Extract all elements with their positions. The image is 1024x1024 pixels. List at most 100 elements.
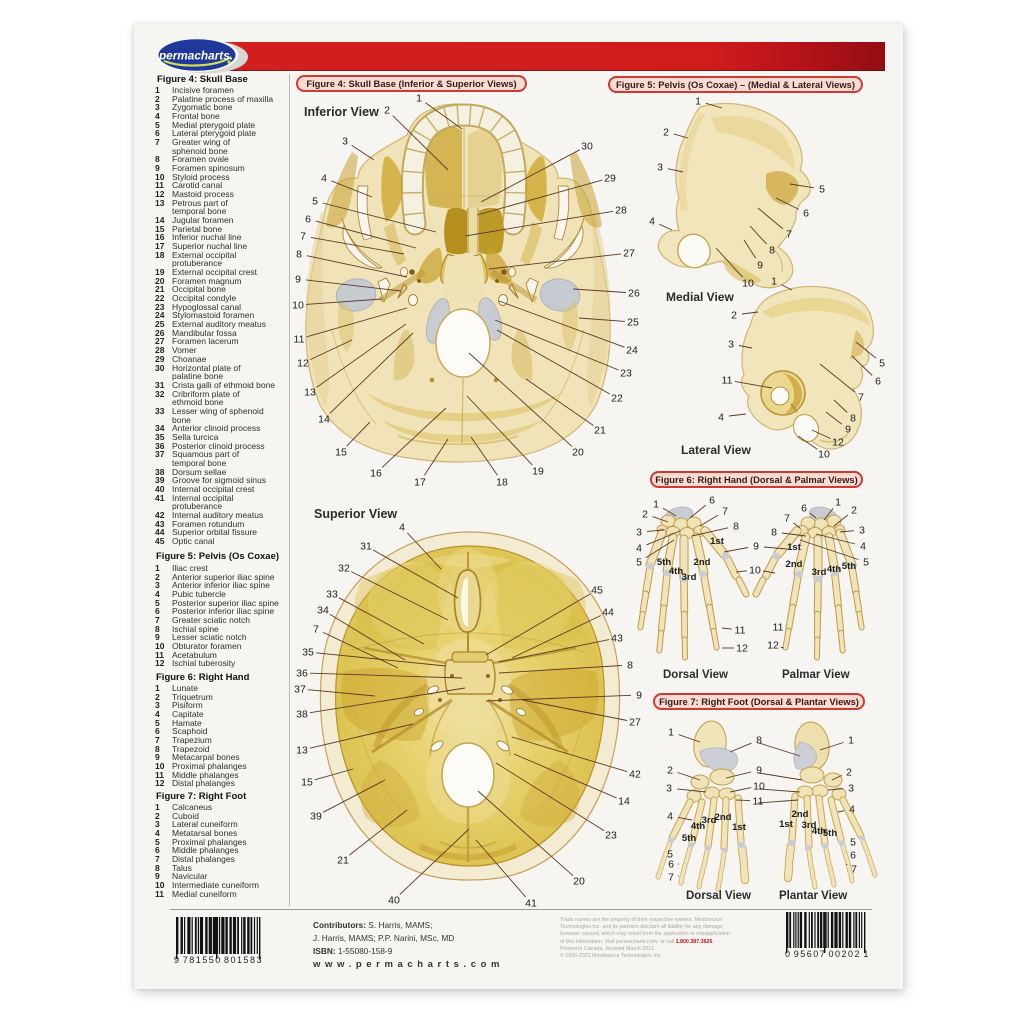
svg-text:7: 7 [786, 229, 792, 241]
svg-text:34: 34 [317, 605, 329, 617]
svg-text:10: 10 [749, 565, 761, 577]
svg-text:1st: 1st [779, 819, 794, 830]
svg-text:7: 7 [784, 513, 790, 525]
svg-text:4: 4 [849, 804, 855, 816]
svg-text:8: 8 [627, 660, 633, 672]
svg-text:2nd: 2nd [694, 557, 711, 568]
svg-text:17: 17 [414, 477, 426, 489]
svg-text:5: 5 [819, 184, 825, 196]
svg-text:1st: 1st [787, 542, 802, 553]
svg-text:3rd: 3rd [702, 815, 717, 826]
svg-text:3rd: 3rd [812, 567, 827, 578]
svg-text:6: 6 [801, 503, 807, 515]
svg-text:5: 5 [636, 557, 642, 569]
svg-text:44: 44 [602, 607, 614, 619]
svg-text:4th: 4th [812, 826, 826, 837]
svg-text:13: 13 [296, 745, 308, 757]
svg-text:2: 2 [663, 127, 669, 139]
svg-text:1st: 1st [732, 822, 747, 833]
svg-text:36: 36 [296, 668, 308, 680]
svg-text:31: 31 [360, 541, 372, 553]
svg-text:21: 21 [337, 855, 349, 867]
svg-text:4: 4 [718, 412, 724, 424]
svg-text:32: 32 [338, 563, 350, 575]
svg-text:4: 4 [667, 811, 673, 823]
svg-text:5th: 5th [842, 561, 856, 572]
svg-text:7: 7 [722, 506, 728, 518]
svg-text:12: 12 [767, 640, 779, 652]
svg-text:8: 8 [769, 245, 775, 257]
svg-text:37: 37 [294, 684, 306, 696]
svg-text:2: 2 [384, 105, 390, 117]
svg-text:3: 3 [859, 525, 865, 537]
svg-text:26: 26 [628, 288, 640, 300]
svg-text:9: 9 [845, 424, 851, 436]
svg-text:43: 43 [611, 633, 623, 645]
svg-text:1: 1 [653, 499, 659, 511]
svg-text:5th: 5th [682, 833, 696, 844]
svg-text:2: 2 [731, 310, 737, 322]
svg-text:3: 3 [848, 783, 854, 795]
svg-text:4: 4 [860, 541, 866, 553]
svg-text:9: 9 [757, 260, 763, 272]
svg-text:9: 9 [753, 541, 759, 553]
svg-text:11: 11 [773, 622, 784, 634]
svg-text:12: 12 [297, 358, 309, 370]
svg-text:5th: 5th [823, 828, 837, 839]
svg-text:5: 5 [863, 557, 869, 569]
svg-text:7: 7 [313, 624, 319, 636]
svg-text:14: 14 [618, 796, 630, 808]
svg-text:23: 23 [605, 830, 617, 842]
svg-text:4th: 4th [691, 821, 705, 832]
svg-text:16: 16 [370, 468, 382, 480]
svg-text:9: 9 [636, 690, 642, 702]
svg-text:2: 2 [851, 505, 857, 517]
svg-text:1: 1 [848, 735, 854, 747]
svg-text:33: 33 [326, 589, 338, 601]
svg-text:1: 1 [771, 276, 777, 288]
svg-text:11: 11 [722, 375, 733, 387]
svg-text:6: 6 [709, 495, 715, 507]
svg-text:3: 3 [636, 527, 642, 539]
svg-text:6: 6 [850, 850, 856, 862]
svg-text:24: 24 [626, 345, 638, 357]
svg-text:28: 28 [615, 205, 627, 217]
svg-text:15: 15 [301, 777, 313, 789]
svg-text:29: 29 [604, 173, 616, 185]
svg-text:10: 10 [742, 278, 754, 290]
svg-text:5th: 5th [657, 557, 671, 568]
svg-text:7: 7 [851, 864, 857, 876]
svg-text:27: 27 [623, 248, 635, 260]
svg-text:10: 10 [753, 781, 765, 793]
svg-text:4th: 4th [827, 564, 841, 575]
svg-text:25: 25 [627, 317, 639, 329]
svg-text:7: 7 [858, 392, 864, 404]
svg-text:7: 7 [668, 872, 674, 884]
svg-text:2: 2 [846, 767, 852, 779]
svg-text:8: 8 [771, 527, 777, 539]
svg-text:15: 15 [335, 447, 347, 459]
svg-text:1: 1 [668, 727, 674, 739]
svg-text:1: 1 [416, 93, 422, 105]
svg-text:12: 12 [736, 643, 748, 655]
svg-text:12: 12 [832, 437, 844, 449]
svg-text:4: 4 [636, 543, 642, 555]
svg-text:20: 20 [572, 447, 584, 459]
svg-text:3rd: 3rd [682, 572, 697, 583]
svg-text:1st: 1st [710, 536, 725, 547]
svg-text:8: 8 [850, 413, 856, 425]
svg-text:10: 10 [292, 300, 304, 312]
svg-text:7: 7 [300, 231, 306, 243]
svg-text:2nd: 2nd [792, 809, 809, 820]
svg-text:3: 3 [342, 136, 348, 148]
svg-text:39: 39 [310, 811, 322, 823]
svg-text:9: 9 [756, 765, 762, 777]
svg-text:6: 6 [803, 208, 809, 220]
svg-text:4: 4 [399, 522, 405, 534]
svg-text:35: 35 [302, 647, 314, 659]
svg-text:3: 3 [728, 339, 734, 351]
svg-text:4th: 4th [669, 566, 683, 577]
svg-text:30: 30 [581, 141, 593, 153]
svg-text:3: 3 [666, 783, 672, 795]
svg-text:5: 5 [312, 196, 318, 208]
